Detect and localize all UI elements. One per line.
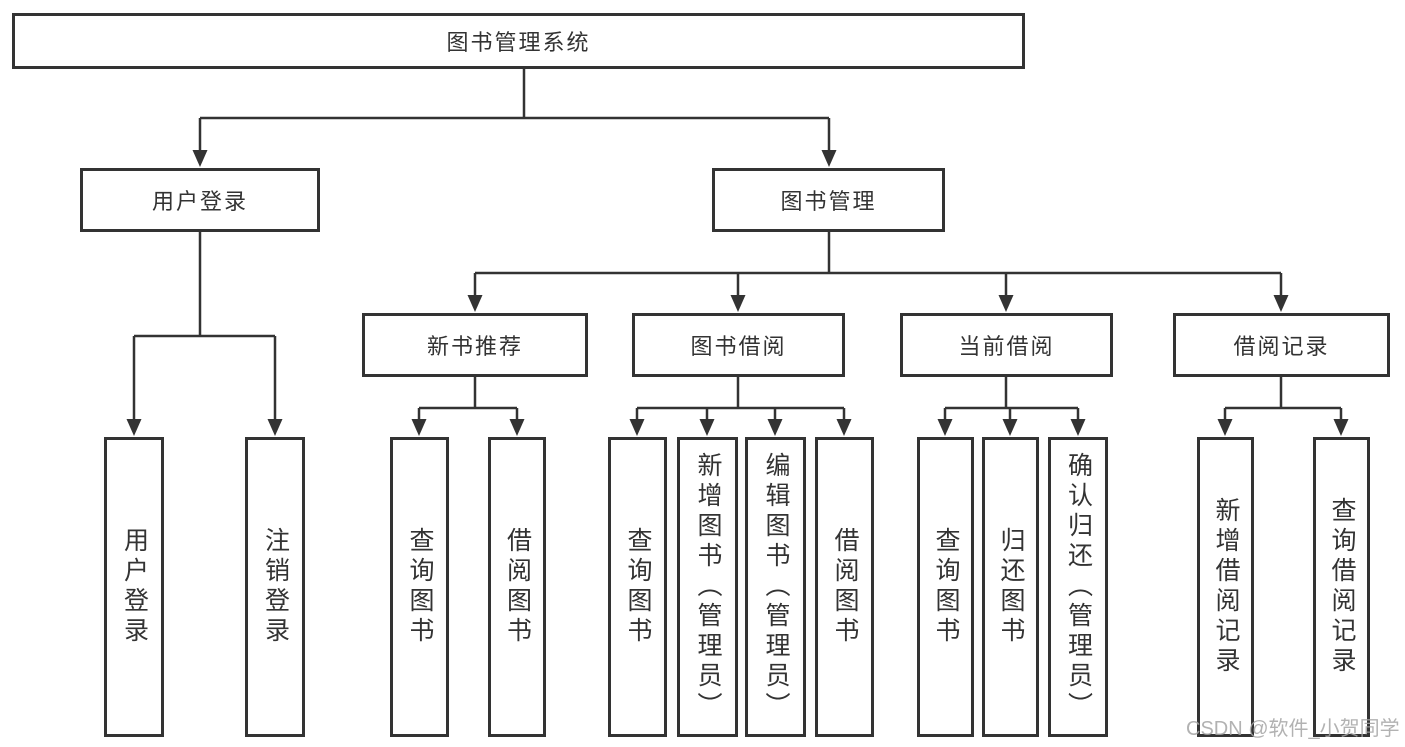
connector-nbr-to-children [417,377,519,421]
arrow-down-icon [767,419,783,436]
node-leaf-cb-query-books: 查询图书 [917,437,974,737]
node-leaf-bb-borrow-books: 借阅图书 [815,437,874,737]
node-book-management: 图书管理 [712,168,945,232]
node-leaf-br-query-record: 查询借阅记录 [1313,437,1370,737]
node-borrow-record: 借阅记录 [1173,313,1390,377]
node-new-book-recommend: 新书推荐 [362,313,588,377]
arrow-down-icon [1333,419,1349,436]
node-leaf-nbr-query-books: 查询图书 [390,437,449,737]
arrow-down-icon [1217,419,1233,436]
node-root: 图书管理系统 [12,13,1025,69]
node-leaf-cb-confirm-return-admin: 确认归还（管理员） [1048,437,1108,737]
arrow-down-icon [836,419,852,436]
connector-root-to-level2 [198,68,831,152]
arrow-down-icon [267,419,283,436]
arrow-down-icon [699,419,715,436]
node-leaf-br-add-record: 新增借阅记录 [1197,437,1254,737]
node-leaf-bb-edit-books-admin: 编辑图书（管理员） [745,437,806,737]
arrow-down-icon [629,419,645,436]
node-leaf-user-login: 用户登录 [104,437,164,737]
connector-mgmt-to-level3 [473,232,1283,297]
arrow-down-icon [1002,419,1018,436]
arrow-down-icon [998,295,1014,312]
node-current-borrow: 当前借阅 [900,313,1113,377]
arrow-down-icon [126,419,142,436]
arrowheads [126,150,1349,436]
arrow-down-icon [937,419,953,436]
arrow-down-icon [509,419,525,436]
node-leaf-bb-add-books-admin: 新增图书（管理员） [677,437,738,737]
connector-login-to-children [132,232,277,421]
node-book-borrow: 图书借阅 [632,313,845,377]
connector-bb-to-children [635,377,846,421]
node-leaf-nbr-borrow-books: 借阅图书 [488,437,546,737]
connector-cb-to-children [943,377,1080,421]
csdn-watermark: CSDN @软件_小贺同学 [1186,718,1400,740]
arrow-down-icon [730,295,746,312]
node-leaf-cb-return-books: 归还图书 [982,437,1039,737]
arrow-down-icon [1070,419,1086,436]
arrow-down-icon [411,419,427,436]
node-user-login: 用户登录 [80,168,320,232]
arrow-down-icon [821,150,837,167]
node-leaf-bb-query-books: 查询图书 [608,437,667,737]
arrow-down-icon [192,150,208,167]
arrow-down-icon [1273,295,1289,312]
node-leaf-logout: 注销登录 [245,437,305,737]
connector-br-to-children [1223,377,1343,421]
arrow-down-icon [467,295,483,312]
